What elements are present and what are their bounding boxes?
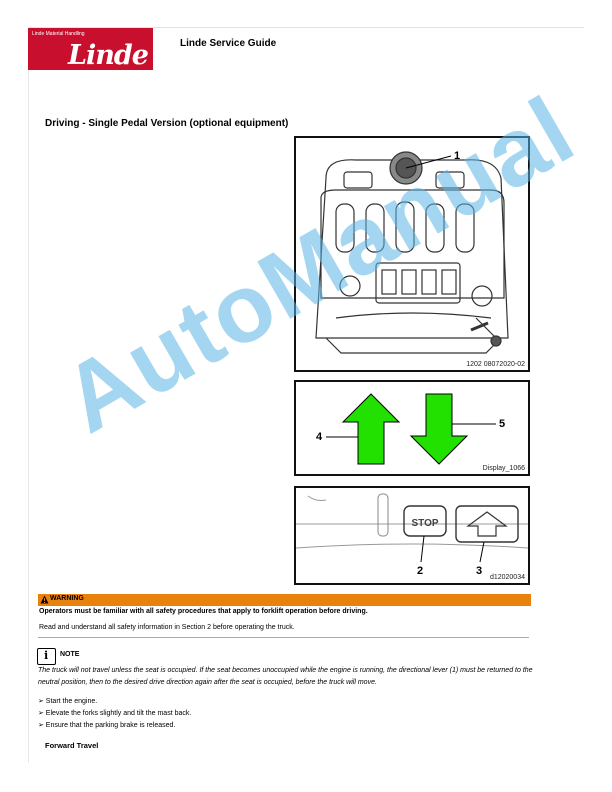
warning-label: WARNING	[50, 595, 84, 602]
callout-3: 3	[476, 565, 482, 577]
figure-code: d12020034	[489, 574, 525, 581]
down-arrow-icon	[409, 393, 469, 465]
step-item: ➢ Ensure that the parking brake is relea…	[38, 722, 176, 729]
warning-triangle-icon	[40, 595, 49, 604]
callout-1: 1	[454, 150, 460, 162]
figure-code: 1202 08072020-02	[466, 361, 525, 368]
info-icon: i	[37, 648, 56, 665]
console-illustration: 1	[315, 150, 509, 354]
up-arrow-icon	[341, 393, 401, 465]
step-item: ➢ Start the engine.	[38, 698, 98, 705]
console-figure: 1 1202 08072020-02	[294, 136, 530, 372]
step-item: ➢ Elevate the forks slightly and tilt th…	[38, 710, 192, 717]
note-text: The truck will not travel unless the sea…	[38, 667, 533, 686]
guide-title: Linde Service Guide	[180, 38, 277, 49]
note-label: NOTE	[60, 651, 80, 658]
callout-2: 2	[417, 565, 423, 577]
direction-figure: 4 5 Display_1066	[294, 380, 530, 476]
stop-label: STOP	[411, 518, 438, 529]
logo-tagline: Linde Material Handling	[32, 31, 85, 37]
top-rule	[28, 27, 584, 28]
linde-logo: Linde Material Handling Linde	[28, 28, 153, 71]
callout-5: 5	[499, 418, 505, 430]
pedal-illustration: STOP 2 3	[296, 493, 528, 577]
direction-arrows: 4 5	[316, 393, 505, 465]
warning-detail: Read and understand all safety informati…	[39, 624, 295, 631]
pedal-figure: STOP 2 3 d12020034	[294, 486, 530, 585]
warning-text: Operators must be familiar with all safe…	[39, 608, 368, 615]
warning-bar: WARNING	[38, 594, 531, 606]
logo-brand: Linde	[68, 40, 149, 71]
subheading: Forward Travel	[45, 741, 99, 750]
callout-4: 4	[316, 431, 323, 443]
figure-code: Display_1066	[482, 465, 525, 472]
warning-rule	[38, 637, 529, 638]
left-rule	[28, 27, 29, 763]
section-title: Driving - Single Pedal Version (optional…	[45, 118, 289, 129]
